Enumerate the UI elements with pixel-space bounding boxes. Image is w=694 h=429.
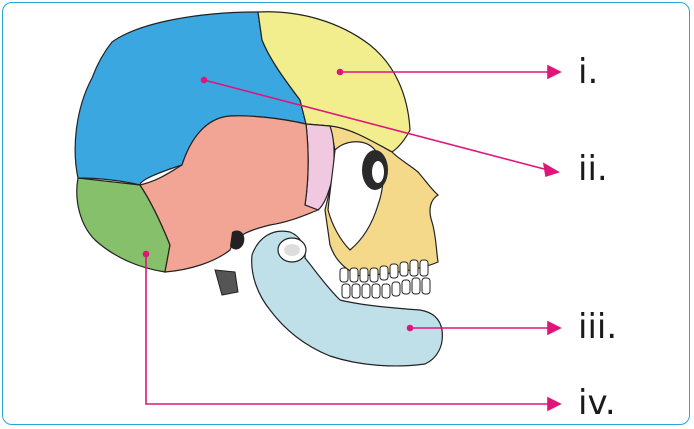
- label-iv: iv.: [578, 386, 616, 420]
- label-i: i.: [578, 55, 598, 89]
- label-ii: ii.: [578, 152, 608, 186]
- label-iii: iii.: [578, 310, 617, 344]
